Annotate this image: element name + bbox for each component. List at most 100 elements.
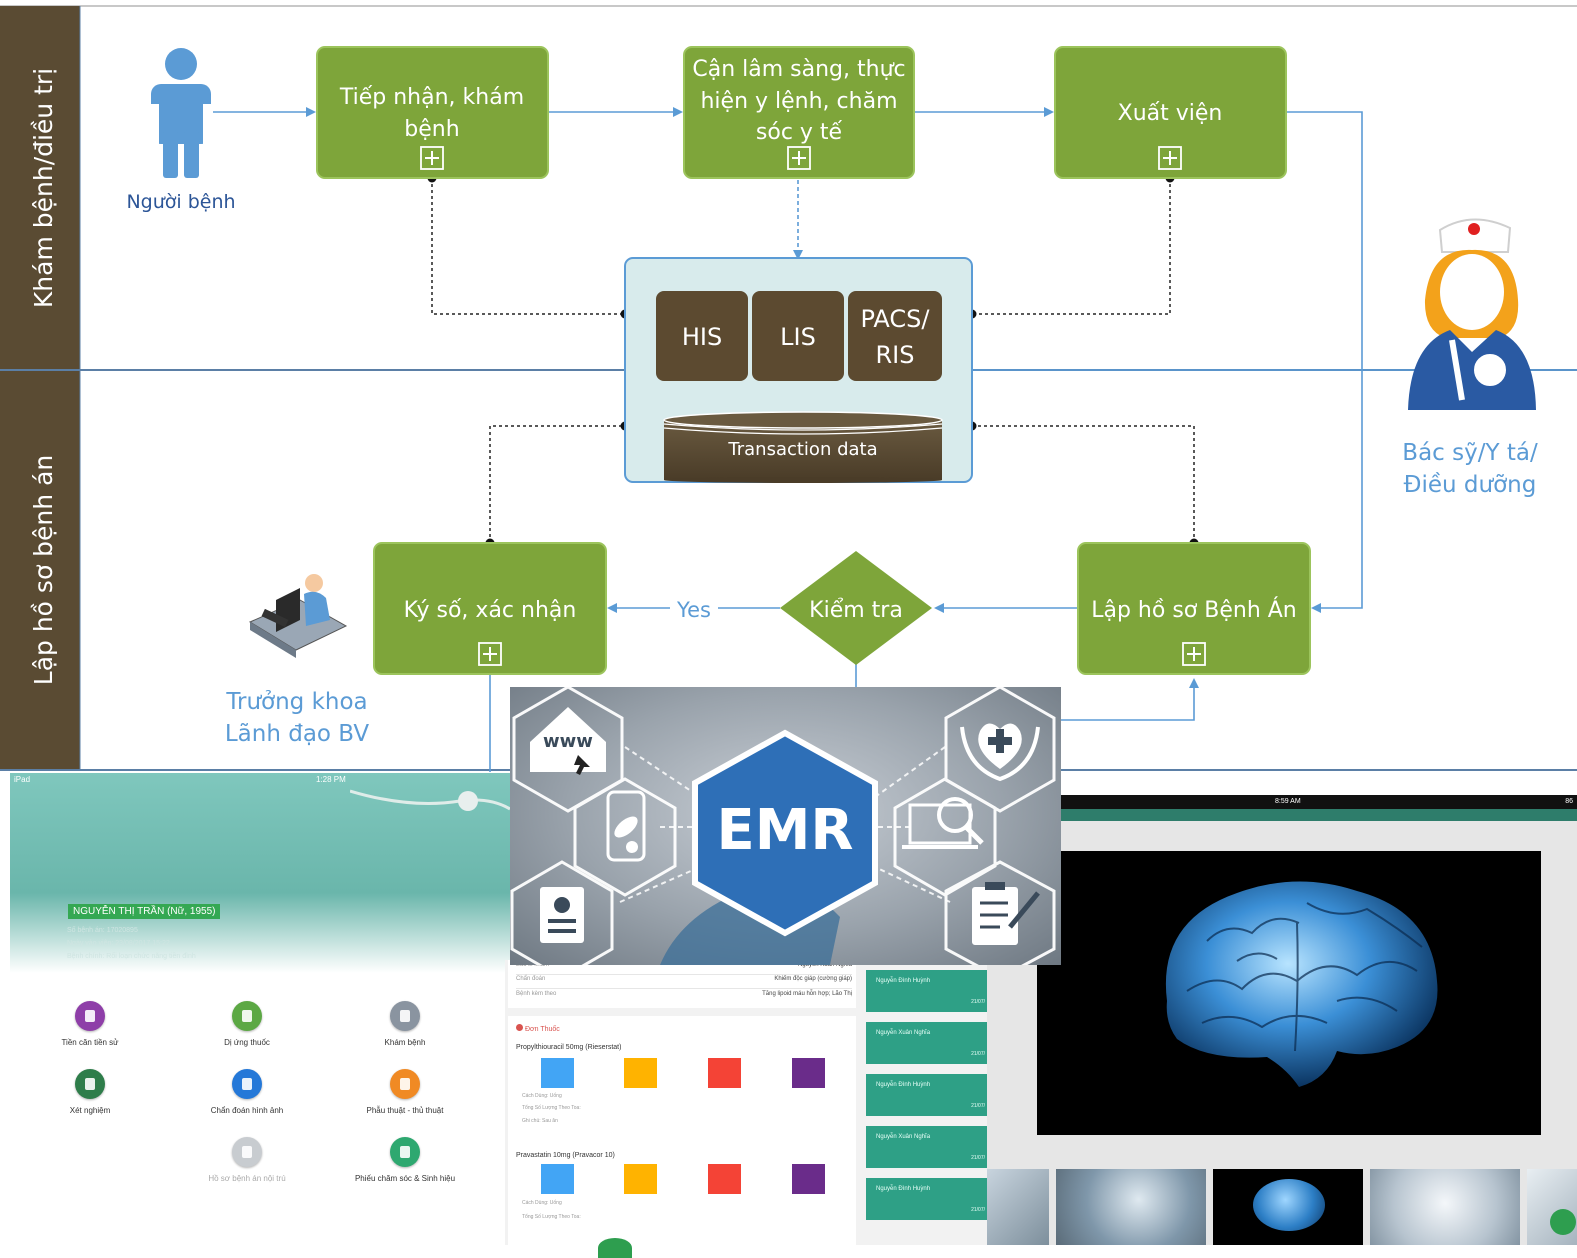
dose-tile-blue[interactable]: [541, 1058, 574, 1088]
doctor-label: Bác sỹ/Y tá/Điều dưỡng: [1402, 440, 1538, 498]
dose-tile-blue[interactable]: [541, 1164, 574, 1194]
usage-text: Cách Dùng: Uống: [522, 1200, 562, 1206]
total-text: Tổng Số Lượng Theo Toa:: [522, 1105, 581, 1111]
menu-tile-label: Phiếu chăm sóc & Sinh hiệu: [354, 1174, 456, 1183]
lis-box[interactable]: LIS: [752, 291, 844, 381]
svg-text:Lập hồ sơ Bệnh Án: Lập hồ sơ Bệnh Án: [1091, 597, 1297, 623]
ipad-screenshot: iPad 1:28 PM NGUYỄN THỊ TRẦN (Nữ, 1955) …: [10, 773, 510, 1245]
dose-tile-orange[interactable]: [624, 1058, 657, 1088]
svg-text:Ký số, xác nhận: Ký số, xác nhận: [404, 598, 577, 623]
diagnosis: Bệnh chính: Rối loạn chức năng tiền đình: [67, 953, 196, 960]
xray-thumbnail[interactable]: [1370, 1169, 1520, 1245]
doctor-icon: [1408, 218, 1536, 410]
menu-tile-icon[interactable]: [390, 1001, 420, 1031]
menu-tile-icon[interactable]: [75, 1069, 105, 1099]
laptop-search-icon: [902, 797, 984, 849]
thumbnail-strip: [987, 1169, 1577, 1245]
drug-name: Propylthiouracil 50mg (Rieserstat): [516, 1044, 622, 1051]
patient-label: Người bệnh: [126, 191, 235, 213]
note-text: Ghi chú: Sau ăn: [522, 1118, 558, 1124]
menu-tile-icon[interactable]: [75, 1001, 105, 1031]
ipad-status-bar: iPad 1:28 PM: [14, 775, 346, 784]
svg-text:LIS: LIS: [780, 323, 816, 351]
his-box[interactable]: HIS: [656, 291, 748, 381]
process-sign[interactable]: Ký số, xác nhận: [373, 542, 607, 675]
decision-check[interactable]: Kiểm tra: [780, 551, 932, 665]
total-text: Tổng Số Lượng Theo Toa:: [522, 1214, 581, 1220]
drug-name: Pravastatin 10mg (Pravacor 10): [516, 1152, 615, 1159]
doctor-card-date: 21/07/: [971, 999, 985, 1005]
lane-title-records: Lập hồ sơ bệnh án: [29, 455, 58, 685]
menu-tile-label: Xét nghiệm: [69, 1106, 111, 1115]
dose-tile-purple[interactable]: [792, 1058, 825, 1088]
menu-tile-icon[interactable]: [232, 1001, 262, 1031]
menu-tile-icon[interactable]: [390, 1137, 420, 1167]
viewer-fab[interactable]: [1550, 1209, 1576, 1235]
menu-tile-label: Khám bệnh: [384, 1038, 426, 1047]
xray-thumbnail[interactable]: [1056, 1169, 1206, 1245]
imaging-viewer: 8:59 AM 86: [987, 795, 1577, 1245]
transaction-database[interactable]: Transaction data: [663, 411, 943, 483]
dose-tile-purple[interactable]: [792, 1164, 825, 1194]
stethoscope-icon: [350, 789, 510, 811]
doctor-card[interactable]: Nguyễn Đình Huỳnh 21/07/: [866, 970, 987, 1012]
svg-text:HIS: HIS: [682, 323, 722, 351]
lane-header-records: [0, 370, 80, 770]
xray-thumbnail[interactable]: [1527, 1169, 1577, 1245]
computer-user-icon: [248, 574, 348, 658]
brain-image: [1037, 851, 1541, 1135]
patient-name-tag: NGUYỄN THỊ TRẦN (Nữ, 1955): [68, 904, 221, 919]
prescription-header: Đơn Thuốc: [516, 1024, 560, 1033]
menu-tile-label: Chẩn đoán hình ảnh: [210, 1106, 284, 1115]
menu-tile-label: Phẫu thuật - thủ thuật: [366, 1106, 444, 1115]
patient-record-icon: [540, 887, 584, 943]
process-discharge[interactable]: Xuất viện: [1054, 46, 1287, 179]
menu-tile-icon[interactable]: [232, 1137, 262, 1167]
usage-text: Cách Dùng: Uống: [522, 1093, 562, 1099]
menu-tile-label: Dị ứng thuốc: [224, 1038, 270, 1047]
dose-tile-orange[interactable]: [624, 1164, 657, 1194]
svg-text:Transaction data: Transaction data: [727, 439, 877, 460]
yes-label: Yes: [676, 598, 711, 622]
svg-text:EMR: EMR: [716, 798, 853, 863]
health-care-icon: [960, 723, 1040, 782]
emr-image: EMR www: [510, 687, 1061, 965]
svg-text:PACS/RIS: PACS/RIS: [860, 305, 930, 369]
lane-header-treatment: [0, 6, 80, 370]
www-hexagon: [512, 687, 624, 813]
menu-tile-icon[interactable]: [232, 1069, 262, 1099]
xray-thumbnail[interactable]: [987, 1169, 1049, 1245]
doctor-card-date: 21/07/: [971, 1207, 985, 1213]
prescription-card: Đơn Thuốc Propylthiouracil 50mg (Riesers…: [508, 1016, 856, 1245]
menu-tile-icon[interactable]: [390, 1069, 420, 1099]
doctor-card-name: Nguyễn Đình Huỳnh: [876, 978, 931, 984]
emr-hexagon: EMR: [692, 729, 878, 937]
doctor-card-name: Nguyễn Đình Huỳnh: [876, 1082, 931, 1088]
brain-thumbnail[interactable]: [1213, 1169, 1363, 1245]
ipad-header: [10, 773, 510, 973]
dose-tile-red[interactable]: [708, 1164, 741, 1194]
data-connectors: [431, 178, 1195, 543]
mobile-pill-icon: [606, 790, 646, 862]
record-number: Số bệnh án: 17020895: [67, 927, 138, 934]
dose-tile-red[interactable]: [708, 1058, 741, 1088]
svg-text:www: www: [543, 731, 593, 752]
pacs-box[interactable]: PACS/RIS: [848, 291, 942, 381]
lane-title-treatment: Khám bệnh/điều trị: [29, 68, 58, 308]
flow-connectors: [213, 107, 1577, 772]
svg-text:Xuất viện: Xuất viện: [1118, 101, 1223, 126]
menu-tile-label: Hồ sơ bệnh án nội trú: [208, 1174, 286, 1183]
fab-bottom[interactable]: [598, 1238, 632, 1258]
process-record[interactable]: Lập hồ sơ Bệnh Án: [1077, 542, 1311, 675]
clipboard-icon: [972, 882, 1040, 945]
